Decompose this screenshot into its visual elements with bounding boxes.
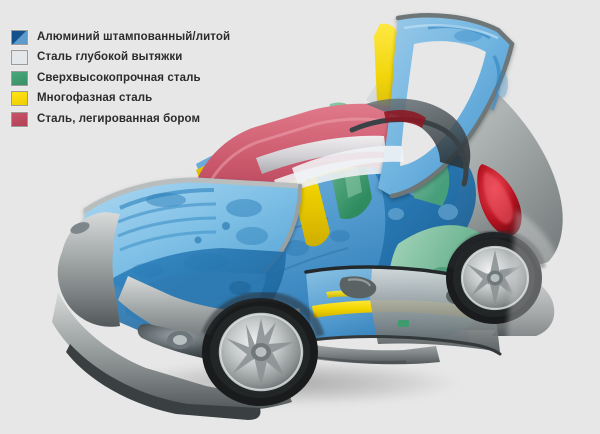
front-wheel-group [202, 298, 318, 406]
parcel-shelf-light [292, 145, 404, 184]
front-wheel-spokes [226, 318, 294, 388]
front-arch-shadow [201, 291, 325, 338]
liftgate-ribs [427, 24, 508, 111]
legend-item-aluminium: Алюминий штампованный/литой [11, 27, 230, 48]
legend-swatch-multiphase-steel [11, 91, 28, 107]
front-lower-lip [66, 344, 261, 420]
rear-roof-glass [366, 98, 471, 170]
legend-label-deep-drawn-steel: Сталь глубокой вытяжки [37, 51, 183, 64]
legend-item-deep-drawn-steel: Сталь глубокой вытяжки [11, 48, 230, 69]
legend-label-ultra-high-strength-steel: Сверхвысокопрочная сталь [37, 71, 201, 84]
rocker-sill [244, 330, 440, 365]
legend-label-aluminium: Алюминий штампованный/литой [37, 30, 231, 43]
liftgate-window-opening [400, 41, 486, 166]
hood-edge [83, 177, 303, 213]
door-lower-edge [310, 335, 502, 356]
legend-swatch-boron-alloyed-steel [11, 111, 28, 127]
legend-label-multiphase-steel: Многофазная сталь [37, 92, 153, 105]
front-wheel-hub-cap [255, 347, 267, 357]
liftgate-edge-highlight [403, 23, 499, 40]
rear-wheel-hub-cap [490, 274, 500, 282]
rear-roof-trim [349, 117, 469, 187]
rear-accent-red [384, 110, 426, 128]
legend-item-ultra-high-strength-steel: Сверхвысокопрочная сталь [11, 68, 230, 89]
side-indicator [70, 222, 90, 234]
rear-glass-area [292, 98, 471, 187]
legend-swatch-deep-drawn-steel [11, 50, 28, 66]
legend-swatch-ultra-high-strength-steel [11, 70, 28, 86]
deep-drawn-parcel-shelf [256, 135, 386, 174]
front-fender-nose [57, 212, 120, 327]
front-wheel-rim-edge [218, 312, 304, 392]
liftgate-open [378, 13, 515, 199]
door-clip [398, 320, 409, 327]
strut-tower-2 [229, 281, 251, 295]
headlight-projector-1-core [173, 335, 187, 345]
legend-item-multiphase-steel: Многофазная сталь [11, 89, 230, 110]
materials-legend: Алюминий штампованный/литой Сталь глубок… [11, 27, 230, 130]
taillight-highlight [483, 172, 513, 224]
legend-swatch-aluminium [11, 29, 28, 45]
depth-of-field-veil [506, 210, 566, 350]
side-mirror-highlight [347, 278, 372, 287]
legend-item-boron-alloyed-steel: Сталь, легированная бором [11, 109, 230, 130]
legend-label-boron-alloyed-steel: Сталь, легированная бором [37, 112, 201, 125]
deep-drawn-rear-shelf [274, 157, 398, 196]
